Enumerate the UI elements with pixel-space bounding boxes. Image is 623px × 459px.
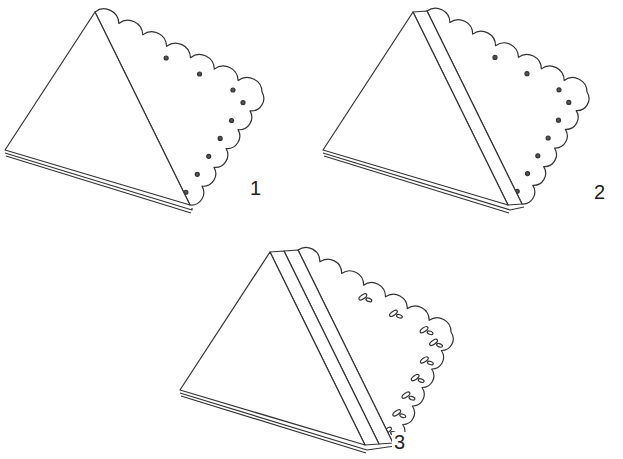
lace-cutout bbox=[418, 378, 425, 383]
edge-hole bbox=[164, 56, 168, 60]
edge-hole bbox=[230, 118, 234, 122]
step-number: 3 bbox=[392, 432, 407, 452]
front-triangle bbox=[180, 252, 365, 445]
lace-cutout bbox=[409, 396, 416, 401]
lace-cutout bbox=[427, 360, 434, 365]
napkin-step-1 bbox=[5, 9, 264, 213]
edge-hole bbox=[567, 100, 571, 104]
edge-hole bbox=[218, 136, 222, 140]
edge-hole bbox=[546, 136, 550, 140]
edge-hole bbox=[493, 55, 497, 59]
lace-cutout bbox=[365, 297, 372, 302]
napkin-step-3 bbox=[180, 247, 453, 453]
edge-hole bbox=[557, 88, 561, 92]
edge-hole bbox=[207, 154, 211, 158]
edge-hole bbox=[556, 118, 560, 122]
front-triangle bbox=[323, 12, 508, 205]
front-triangle bbox=[5, 12, 190, 205]
napkin-step-2 bbox=[323, 8, 589, 213]
edge-hole bbox=[526, 172, 530, 176]
edge-hole bbox=[536, 154, 540, 158]
edge-hole bbox=[195, 172, 199, 176]
lace-cutout bbox=[399, 413, 406, 418]
edge-hole bbox=[198, 72, 202, 76]
step-number: 1 bbox=[248, 178, 263, 198]
step-number: 2 bbox=[592, 182, 607, 202]
lace-cutout bbox=[396, 314, 403, 319]
lace-cutout bbox=[436, 343, 443, 348]
edge-hole bbox=[525, 72, 529, 76]
edge-hole bbox=[241, 101, 245, 105]
lace-cutout bbox=[427, 330, 434, 335]
edge-hole bbox=[231, 88, 235, 92]
